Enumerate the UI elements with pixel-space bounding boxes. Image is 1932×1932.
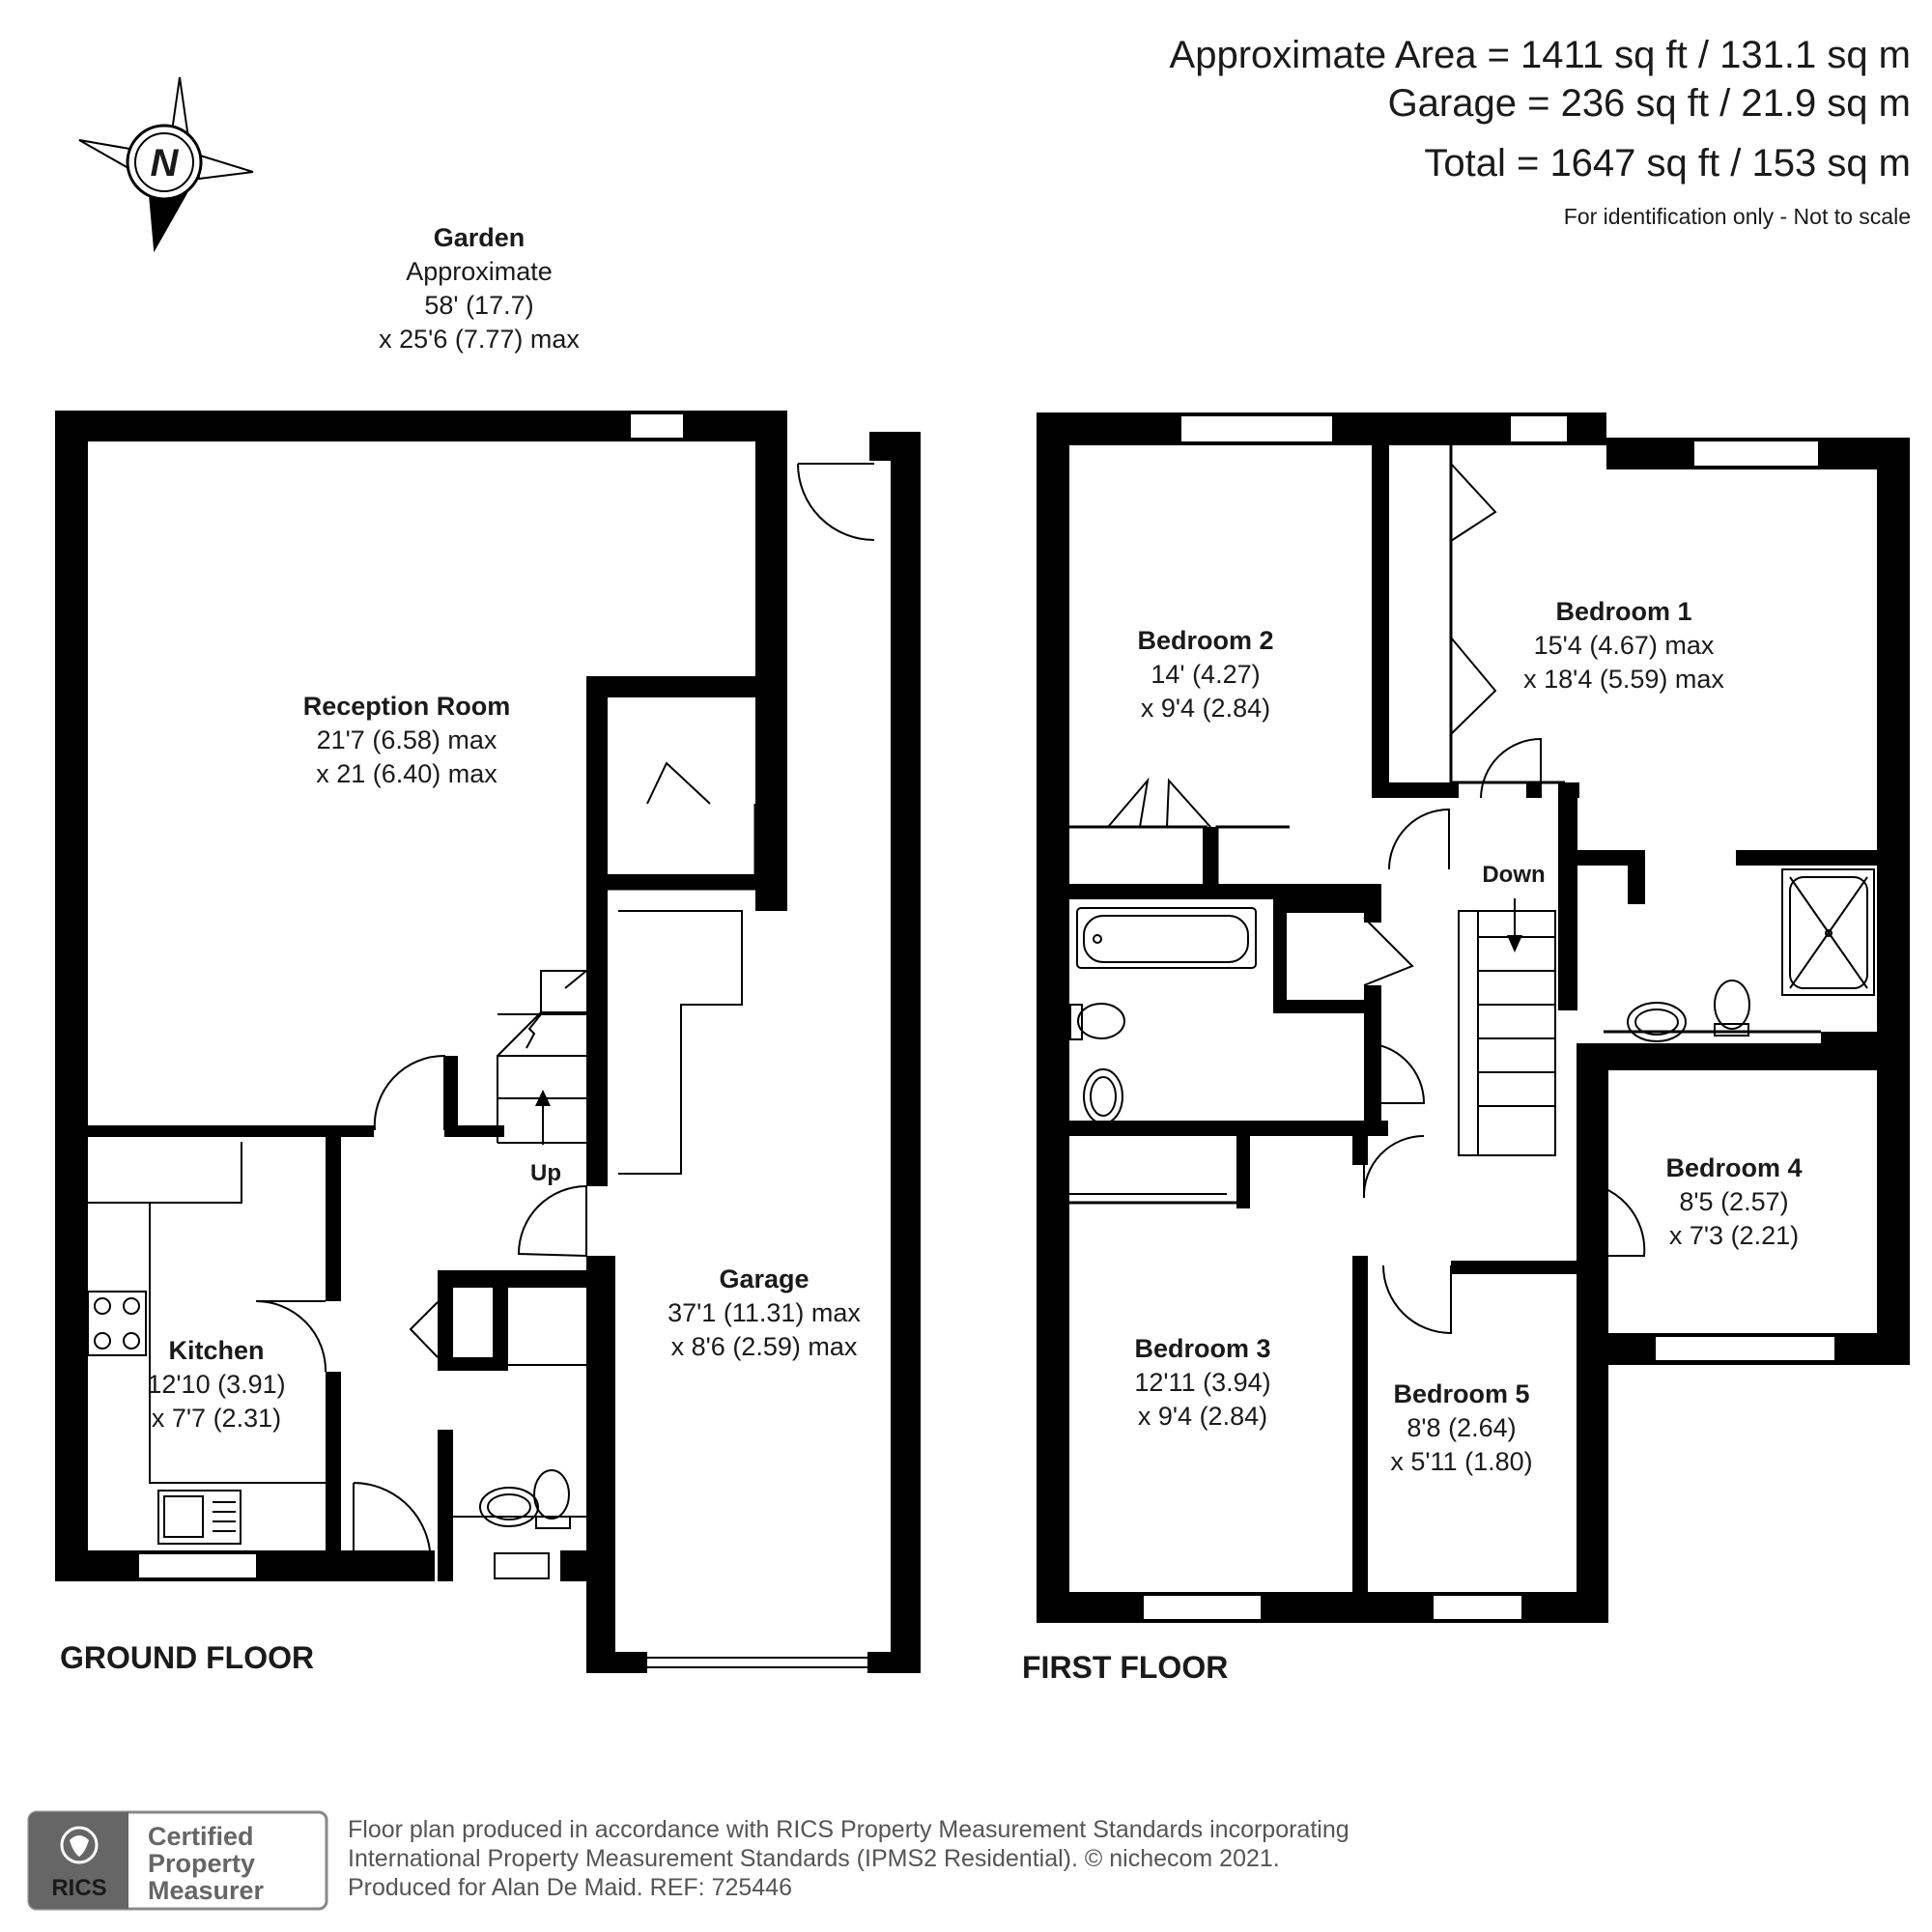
rics-org-text: RICS [51,1875,106,1901]
bedroom5-name: Bedroom 5 [1393,1379,1529,1408]
compass-rose-icon: N [78,76,254,253]
garden-dim-line2: 58' (17.7) [424,291,533,320]
garage-name: Garage [719,1264,809,1293]
bedroom4-dim1: 8'5 (2.57) [1679,1187,1788,1216]
first-stairs-down-label: Down [1482,862,1545,888]
kitchen-dim1: 12'10 (3.91) [147,1370,285,1399]
garden-name: Garden [434,223,526,252]
reception-room-name: Reception Room [303,692,511,721]
bedroom4-name: Bedroom 4 [1665,1153,1802,1182]
bedroom3-dim2: x 9'4 (2.84) [1138,1402,1267,1431]
total-area-text: Total = 1647 sq ft / 153 sq m [1424,142,1911,185]
reception-room-dim1: 21'7 (6.58) max [317,725,497,754]
bedroom2-dim2: x 9'4 (2.84) [1141,694,1270,723]
rics-lion-icon [60,1826,99,1864]
bedroom2-name: Bedroom 2 [1137,626,1273,655]
garage-dim2: x 8'6 (2.59) max [671,1332,858,1361]
badge-measurer: Measurer [148,1876,265,1905]
garage-area-text: Garage = 236 sq ft / 21.9 sq m [1388,82,1911,125]
garage-dim1: 37'1 (11.31) max [668,1298,861,1327]
bedroom2-dim1: 14' (4.27) [1151,660,1260,689]
bedroom1-name: Bedroom 1 [1555,597,1691,626]
badge-certified: Certified [148,1822,254,1851]
not-to-scale-note: For identification only - Not to scale [1564,204,1911,229]
footer-line2: International Property Measurement Stand… [348,1845,1280,1872]
compass-north-label: N [151,142,180,185]
reception-room-dim2: x 21 (6.40) max [316,759,497,788]
first-floor-plan: Down Bedroom 1 15'4 (4.67) max x 18'4 (5… [1022,412,1910,1685]
bedroom5-dim1: 8'8 (2.64) [1406,1413,1516,1442]
bedroom1-dim1: 15'4 (4.67) max [1534,631,1715,660]
first-floor-label: FIRST FLOOR [1022,1650,1228,1685]
rics-badge: RICS Certified Property Measurer [27,1810,328,1911]
garden-label: Garden Approximate 58' (17.7) x 25'6 (7.… [379,223,580,354]
ground-stairs-up-label: Up [530,1160,561,1186]
garden-dim-line3: x 25'6 (7.77) max [379,325,580,354]
bedroom3-dim1: 12'11 (3.94) [1134,1368,1270,1397]
footer-line3: Produced for Alan De Maid. REF: 725446 [348,1874,792,1901]
garden-dim-line1: Approximate [406,257,553,286]
bedroom4-dim2: x 7'3 (2.21) [1669,1221,1799,1250]
bedroom3-name: Bedroom 3 [1134,1334,1270,1363]
ground-floor-plan: Up Reception Room 21'7 (6.58) max x 21 (… [55,411,921,1675]
bedroom5-dim2: x 5'11 (1.80) [1390,1447,1532,1476]
bedroom1-dim2: x 18'4 (5.59) max [1523,665,1724,694]
kitchen-dim2: x 7'7 (2.31) [152,1404,281,1433]
approximate-area-text: Approximate Area = 1411 sq ft / 131.1 sq… [1170,34,1911,76]
badge-property: Property [148,1849,255,1878]
kitchen-name: Kitchen [168,1336,264,1365]
ground-floor-label: GROUND FLOOR [60,1640,314,1675]
footer-line1: Floor plan produced in accordance with R… [348,1816,1350,1843]
